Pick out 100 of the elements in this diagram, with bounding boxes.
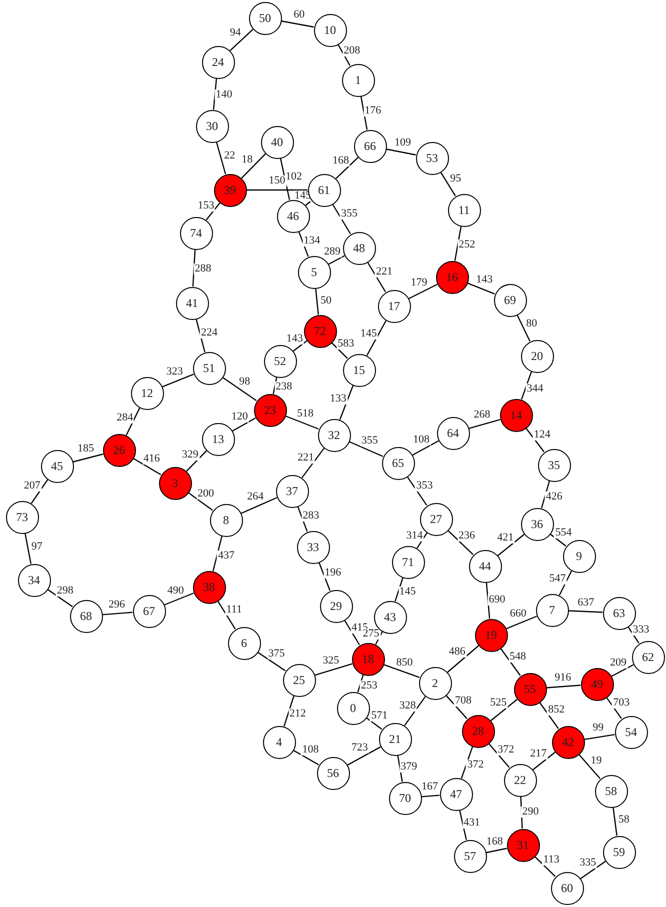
edge-line <box>468 418 500 430</box>
graph-node <box>40 450 74 482</box>
edge-line <box>257 652 286 672</box>
edge-line <box>72 454 104 462</box>
graph-node <box>552 726 584 758</box>
edge-line <box>408 284 438 300</box>
edge-label: 548 <box>508 651 528 662</box>
node-number: 52 <box>274 355 286 367</box>
edge-line <box>447 645 479 673</box>
node-number: 40 <box>271 136 283 148</box>
graph-node <box>282 664 316 696</box>
node-number: 63 <box>613 607 625 619</box>
node-number: 66 <box>364 140 376 152</box>
node-number: 43 <box>384 611 396 623</box>
edge-line <box>240 497 278 514</box>
edge-line <box>558 570 572 596</box>
edge-line <box>212 78 218 110</box>
node-number: 50 <box>259 12 271 24</box>
edge-label: 209 <box>609 657 628 668</box>
edge-line <box>578 754 601 779</box>
node-number: 46 <box>287 210 299 222</box>
graph-node <box>614 716 648 748</box>
graph-node <box>276 200 310 232</box>
node-number: 22 <box>514 774 526 786</box>
edge-label: 852 <box>547 704 566 716</box>
node-number: 38 <box>203 581 215 593</box>
node-number: 65 <box>392 457 404 469</box>
node-number: 13 <box>212 433 224 445</box>
edge-line <box>301 448 325 478</box>
graph-node <box>276 474 308 508</box>
node-number: 47 <box>450 788 462 800</box>
edge-line <box>241 153 266 179</box>
edge-label: 355 <box>360 435 379 446</box>
edge-label: 850 <box>395 657 414 668</box>
edge-line <box>285 415 319 430</box>
edge-line <box>338 44 350 66</box>
node-number: 14 <box>510 409 522 421</box>
node-number: 9 <box>576 550 582 562</box>
graph-node <box>314 14 346 46</box>
edge-line <box>216 142 226 174</box>
edge-label: 284 <box>116 412 134 424</box>
edge-line <box>366 320 387 356</box>
node-number: 33 <box>307 541 319 553</box>
edge-label: 344 <box>526 383 544 394</box>
edge-label: 18 <box>240 154 254 166</box>
node-number: 16 <box>446 271 458 283</box>
edge-line <box>246 189 308 191</box>
edge-label: 583 <box>336 338 356 350</box>
node-number: 30 <box>206 120 218 132</box>
node-number: 69 <box>504 294 516 306</box>
edge-line <box>186 450 207 472</box>
edge-label: 124 <box>532 429 552 440</box>
edge-line <box>386 148 416 156</box>
edge-label: 134 <box>302 235 322 246</box>
edge-line <box>446 694 468 720</box>
edge-line <box>217 600 236 630</box>
graph-node <box>500 398 532 432</box>
graph-node <box>418 666 452 700</box>
edge-label: 217 <box>529 748 548 760</box>
edge-label: 252 <box>458 240 476 251</box>
node-number: 17 <box>388 300 400 312</box>
edge-line <box>367 262 386 292</box>
edge-line <box>280 158 290 200</box>
graph-node <box>632 640 664 674</box>
node-number: 39 <box>224 184 236 196</box>
graph-node <box>494 284 526 316</box>
edge-label: 253 <box>360 680 378 692</box>
edge-label: 660 <box>508 608 528 620</box>
edge-line <box>344 620 360 646</box>
edge-label: 221 <box>374 266 394 278</box>
edge-line <box>397 755 403 782</box>
graph-node <box>202 46 234 78</box>
edge-line <box>488 743 510 768</box>
graph-node <box>382 446 414 480</box>
edge-line <box>546 684 581 688</box>
edge-line <box>580 860 606 880</box>
node-number: 12 <box>141 387 153 399</box>
node-number: 35 <box>548 459 560 471</box>
graph-node <box>520 340 554 372</box>
graph-node <box>448 194 480 226</box>
edge-label: 355 <box>340 208 358 220</box>
edge-line <box>206 202 220 220</box>
graph-node <box>130 376 164 410</box>
node-number: 18 <box>362 653 374 665</box>
edge-label: 329 <box>180 449 200 460</box>
edge-line <box>339 385 354 420</box>
graph-node <box>520 508 554 540</box>
edge-label: 375 <box>267 648 286 660</box>
edge-label: 525 <box>489 697 508 708</box>
edge-label: 168 <box>332 156 350 167</box>
edge-label: 80 <box>525 318 538 330</box>
edge-line <box>331 342 348 359</box>
edge-line <box>102 612 133 616</box>
node-number: 73 <box>16 511 28 523</box>
graph-node <box>158 466 192 500</box>
edge-label: 518 <box>296 408 315 420</box>
edge-label: 109 <box>393 138 412 149</box>
edge-label: 97 <box>30 541 44 552</box>
graph-node <box>504 764 536 796</box>
graph-node <box>70 600 102 632</box>
